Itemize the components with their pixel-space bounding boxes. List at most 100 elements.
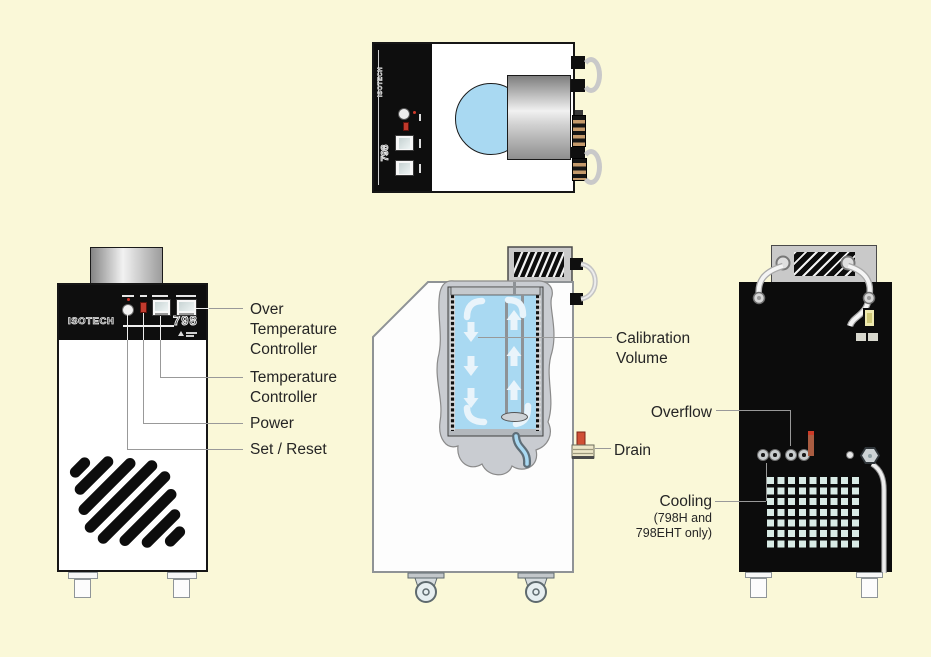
callout-drain: Drain: [614, 442, 652, 459]
callout-cooling-note: (798H and 798EHT only): [635, 511, 712, 540]
caster-wheel: [407, 572, 445, 603]
motor-vent-hatch: [514, 252, 564, 277]
power-switch: [140, 302, 147, 313]
foot: [74, 579, 91, 598]
micro-label: [176, 295, 196, 297]
micro-label: [419, 164, 421, 173]
tube-fitting: [570, 293, 583, 305]
display-buttons: [155, 313, 168, 315]
switch-toggle: [867, 313, 872, 323]
top-cylinder: [90, 247, 163, 285]
callout-line: [595, 448, 611, 450]
callout-line: [766, 463, 768, 501]
cable-gland-nut: [860, 447, 880, 464]
callout-line: [127, 315, 129, 340]
vent-grille: [67, 453, 187, 550]
panel-edge-highlight: [378, 50, 379, 185]
foot: [745, 572, 772, 578]
foot: [856, 572, 883, 578]
callout-line: [127, 340, 129, 449]
temperature-controller-display: [152, 299, 171, 316]
callout-calibration-volume: Calibration Volume: [616, 330, 691, 367]
caution-text-mark: [186, 335, 194, 337]
foot: [68, 572, 98, 579]
tank-lid: [450, 286, 541, 296]
callout-line: [160, 316, 162, 340]
brand-logo-rotated: ISOTECH: [378, 66, 385, 98]
flow-tube-wall: [521, 295, 524, 414]
tube-loop: [580, 261, 598, 302]
micro-label: [419, 114, 421, 121]
caster-wheel: [517, 572, 555, 603]
model-number: 798: [173, 313, 198, 329]
top-view-front-panel: ISOTECH 798: [374, 44, 432, 191]
callout-line: [196, 308, 209, 310]
indicator-led: [413, 111, 416, 114]
display-screen: [399, 163, 410, 174]
stirrer-motor-cylinder: [507, 75, 571, 160]
tube-loop: [580, 149, 602, 185]
callout-line: [478, 337, 612, 339]
callout-overflow: Overflow: [650, 404, 712, 421]
small-fitting: [846, 451, 854, 459]
rear-tubes: [752, 255, 887, 573]
overflow-pipe: [808, 435, 814, 456]
caution-icon: [178, 331, 184, 336]
foot: [167, 572, 197, 579]
micro-label: [152, 295, 168, 297]
foot: [861, 578, 878, 598]
rear-vent-grille: [767, 477, 862, 551]
logo-rule: [123, 325, 174, 327]
cutaway-view: [372, 246, 598, 603]
callout-line: [716, 410, 790, 412]
coupler-stack: [572, 115, 586, 147]
stirrer-shaft: [513, 282, 516, 295]
temperature-controller-display-top: [395, 135, 414, 151]
callout-line: [143, 340, 145, 423]
micro-label: [419, 139, 421, 148]
tube-fitting: [570, 258, 583, 270]
model-number-rotated: 798: [380, 144, 392, 162]
caution-text-mark: [186, 332, 197, 334]
callout-temperature-controller: Temperature Controller: [250, 369, 338, 406]
front-view: ISOTECH 798: [57, 247, 247, 602]
indicator-led: [127, 298, 130, 301]
foot: [750, 578, 767, 598]
tube-fitting: [571, 147, 585, 158]
callout-set-reset: Set / Reset: [250, 441, 327, 458]
label-plate: [856, 333, 866, 341]
tube-loop: [580, 57, 602, 93]
flow-tube-wall: [505, 300, 508, 414]
callout-cooling: Cooling: [659, 493, 712, 510]
cooling-connector: [769, 449, 781, 461]
callout-line: [790, 410, 792, 446]
display-screen: [155, 302, 168, 311]
rear-switch: [863, 308, 876, 328]
cooling-connector: [757, 449, 769, 461]
callout-line: [715, 501, 766, 503]
heater-elements-left: [450, 295, 455, 431]
power-switch-top: [403, 122, 409, 131]
callout-line: [143, 313, 145, 340]
callout-power: Power: [250, 415, 294, 432]
label-plate: [868, 333, 878, 341]
callout-line: [127, 449, 243, 451]
rear-view: [735, 240, 900, 605]
drain-plug: [576, 431, 586, 447]
foot: [173, 579, 190, 598]
coupler-cap: [575, 110, 583, 115]
front-panel: ISOTECH 798: [59, 285, 206, 340]
display-screen: [179, 302, 194, 311]
front-cabinet: ISOTECH 798: [57, 283, 208, 572]
top-view: ISOTECH 798: [372, 42, 602, 193]
cooling-connector: [785, 449, 797, 461]
micro-label: [140, 295, 147, 297]
callout-line: [160, 377, 243, 379]
impeller: [501, 412, 528, 422]
display-screen: [399, 138, 410, 149]
overflow-pipe-cap: [808, 431, 814, 436]
display-buttons: [179, 313, 194, 315]
brand-logo: ISOTECH: [68, 316, 115, 328]
callout-line: [160, 340, 162, 377]
